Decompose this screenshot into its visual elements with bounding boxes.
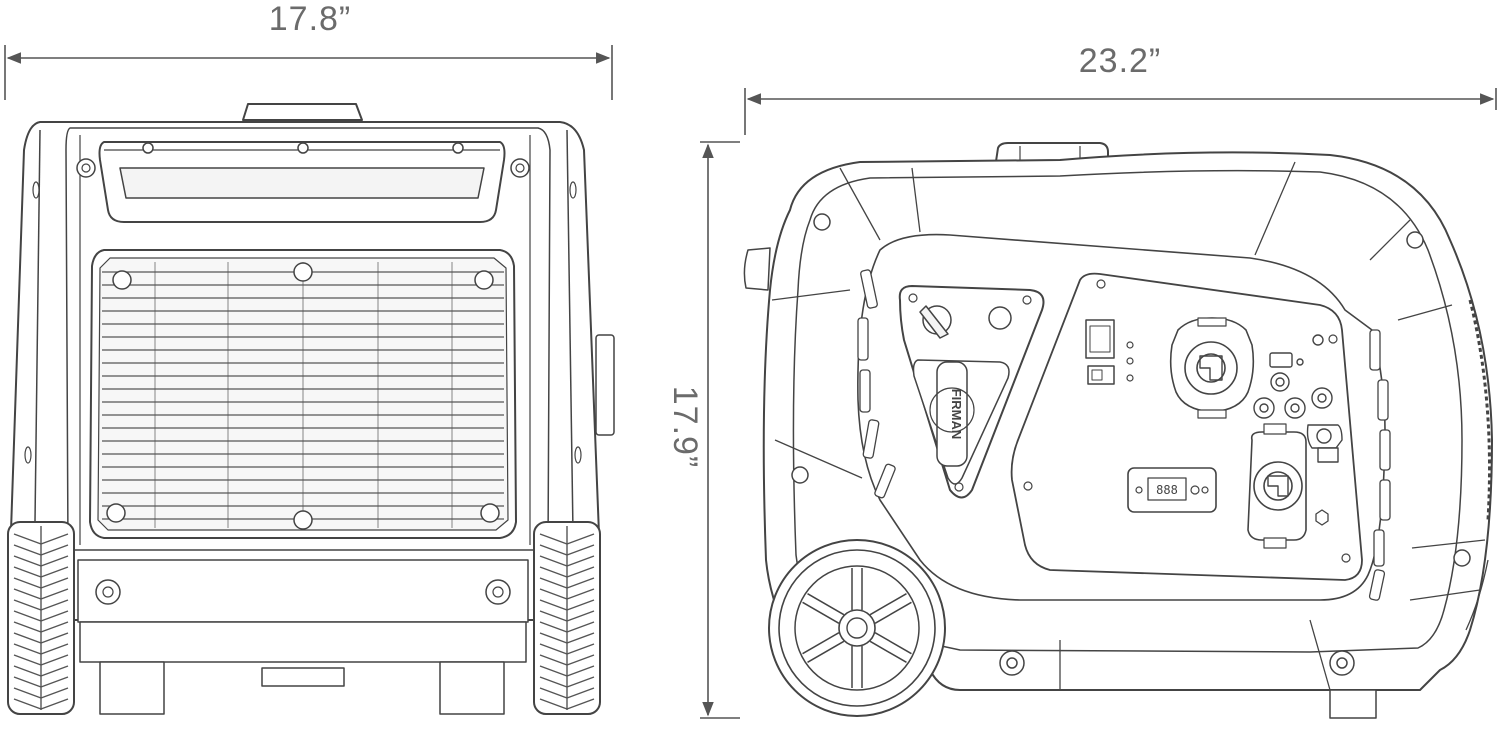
front-width-label: 17.8” — [268, 0, 352, 38]
side-vents — [857, 269, 1391, 601]
front-foot-right — [439, 661, 505, 715]
grille-screws — [106, 262, 500, 530]
display-readout: 888 — [1156, 483, 1178, 497]
digital-display: 888 — [1127, 467, 1217, 513]
height-label: 17.9” — [666, 385, 704, 469]
dimension-lines — [4, 45, 1497, 719]
side-view: FIRMAN — [743, 142, 1493, 719]
side-screws — [791, 213, 1471, 676]
eco-switch-icon — [919, 305, 952, 339]
side-length-label: 23.2” — [1078, 42, 1162, 80]
front-side-latch — [595, 334, 615, 436]
twist-lock-outlet — [1169, 317, 1255, 419]
brand-text: FIRMAN — [949, 389, 964, 440]
front-view — [7, 103, 615, 715]
wheel-tread-right — [539, 526, 595, 710]
duplex-outlet — [1247, 423, 1307, 549]
front-base-panel — [77, 559, 529, 623]
side-wheel — [768, 539, 946, 717]
brand-badge — [936, 361, 968, 467]
side-inner-shell — [792, 169, 1463, 653]
front-foot-left — [99, 661, 165, 715]
front-top-cap — [242, 103, 363, 121]
front-handle-grip — [119, 167, 485, 199]
side-foot — [1329, 689, 1377, 719]
wheel-tread-left — [13, 526, 69, 710]
side-panel-bezel — [857, 233, 1386, 601]
indicator-knob — [988, 306, 1012, 330]
dc-outlets — [1253, 334, 1343, 463]
side-seams — [771, 161, 1486, 691]
grille-slats — [102, 262, 504, 528]
